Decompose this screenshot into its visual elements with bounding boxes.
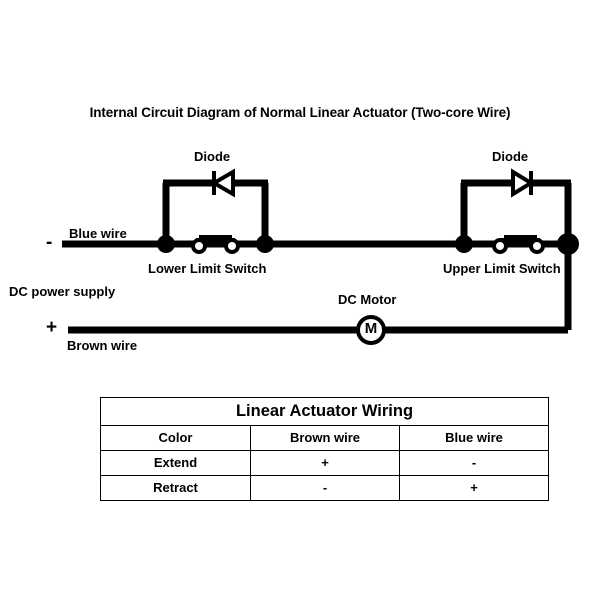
linear-actuator-wiring-table: Linear Actuator Wiring Color Brown wire … xyxy=(99,397,550,501)
diagram-title: Internal Circuit Diagram of Normal Linea… xyxy=(89,105,511,120)
diode-right-label: Diode xyxy=(492,149,529,164)
dc-motor-label: DC Motor xyxy=(338,292,397,307)
row-extend-blue-wire: - xyxy=(398,450,550,476)
lower-switch-contact-right xyxy=(224,238,240,254)
row-retract-blue-wire: + xyxy=(398,475,550,501)
row-label-retract: Retract xyxy=(100,475,251,501)
table-row: Extend + - xyxy=(100,450,550,476)
junction-node-upper-left xyxy=(455,235,473,253)
table-header-row: Color Brown wire Blue wire xyxy=(100,425,550,451)
lower-limit-switch-label: Lower Limit Switch xyxy=(148,261,267,276)
dc-motor-symbol xyxy=(356,315,386,345)
row-extend-brown-wire: + xyxy=(250,450,400,476)
table-title: Linear Actuator Wiring xyxy=(99,397,550,426)
blue-wire-label: Blue wire xyxy=(69,226,127,241)
row-retract-brown-wire: - xyxy=(250,475,400,501)
junction-node-lower-left xyxy=(157,235,175,253)
lower-switch-contact-left xyxy=(191,238,207,254)
upper-limit-switch-label: Upper Limit Switch xyxy=(443,261,561,276)
row-label-extend: Extend xyxy=(100,450,251,476)
positive-terminal-label: + xyxy=(46,317,58,338)
negative-terminal-label: - xyxy=(46,232,53,253)
dc-power-supply-label: DC power supply xyxy=(9,284,116,299)
dc-motor-symbol-letter: M xyxy=(364,320,378,337)
brown-wire-label: Brown wire xyxy=(67,338,138,353)
junction-node-upper-right xyxy=(557,233,579,255)
table-header-color: Color xyxy=(100,425,251,451)
upper-switch-contact-left xyxy=(492,238,508,254)
diode-left-label: Diode xyxy=(194,149,231,164)
diode-left-symbol xyxy=(210,168,235,198)
junction-node-lower-right xyxy=(256,235,274,253)
table-title-row: Linear Actuator Wiring xyxy=(99,397,550,426)
diode-right-symbol xyxy=(511,168,535,198)
table-header-brown-wire: Brown wire xyxy=(250,425,400,451)
upper-switch-contact-right xyxy=(529,238,545,254)
table-header-blue-wire: Blue wire xyxy=(398,425,550,451)
table-row: Retract - + xyxy=(100,475,550,501)
